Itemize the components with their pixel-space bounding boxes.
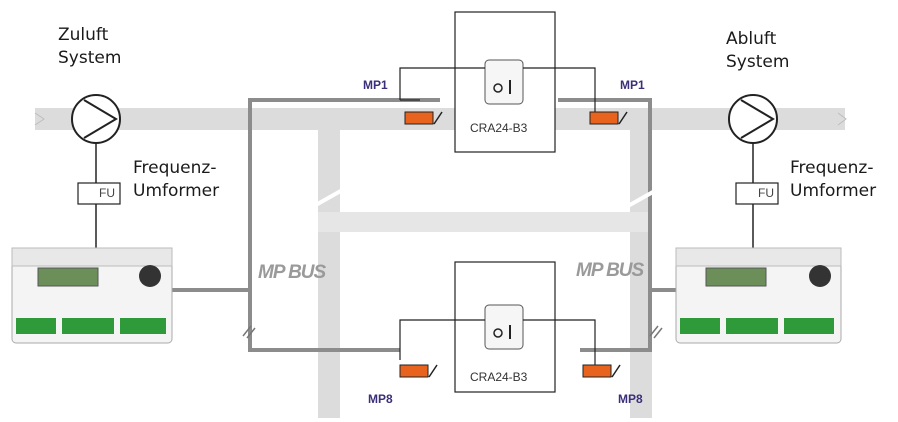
duct-end-right [837,112,847,126]
exhaust-line-1: Abluft [726,29,777,49]
converter-left-line-2: Umformer [133,181,220,201]
mp-bus-logo-right: MP BUS [576,260,644,281]
converter-label-right: Frequenz- Umformer [790,157,876,203]
controller-device-left [11,247,173,344]
room-controller-bottom-icon [484,304,524,350]
exhaust-line-2: System [726,52,790,72]
mp-label-bottom-right: MP8 [618,392,643,406]
exhaust-fan-icon [728,94,778,144]
controller-label-top: CRA24-B3 [470,121,528,135]
fu-box-left [77,182,121,205]
duct-break-left [313,186,347,208]
mp-bus-logo-left: MP BUS [258,262,326,283]
supply-fan-icon [71,94,121,144]
exhaust-system-label: Abluft System [726,28,789,74]
supply-line-2: System [58,48,122,68]
fu-label-right: FU [758,186,774,200]
mp-label-bottom-left: MP8 [368,392,393,406]
bus-break-left [242,325,252,337]
supply-line-1: Zuluft [58,25,109,45]
room-controller-top-icon [484,59,524,105]
fu-label-left: FU [99,186,115,200]
duct-cross [318,212,652,232]
converter-right-line-2: Umformer [790,181,877,201]
controller-label-bottom: CRA24-B3 [470,370,528,384]
duct-vertical-left [318,108,340,418]
supply-system-label: Zuluft System [58,24,121,70]
controller-device-right [675,247,842,344]
duct-vertical-right [630,108,652,418]
mp-label-top-left: MP1 [363,78,388,92]
damper-actuator-bottom-left [399,364,438,378]
damper-actuator-top-left [404,111,443,125]
duct-end-left [34,112,45,126]
converter-right-line-1: Frequenz- [790,158,874,178]
damper-actuator-bottom-right [582,364,621,378]
duct-break-right [627,186,661,208]
damper-actuator-top-right [589,111,628,125]
mp-label-top-right: MP1 [620,78,645,92]
converter-left-line-1: Frequenz- [133,158,217,178]
supply-duct [35,108,455,130]
fu-box-right [735,182,779,205]
bus-break-right [649,325,659,337]
converter-label-left: Frequenz- Umformer [133,157,219,203]
